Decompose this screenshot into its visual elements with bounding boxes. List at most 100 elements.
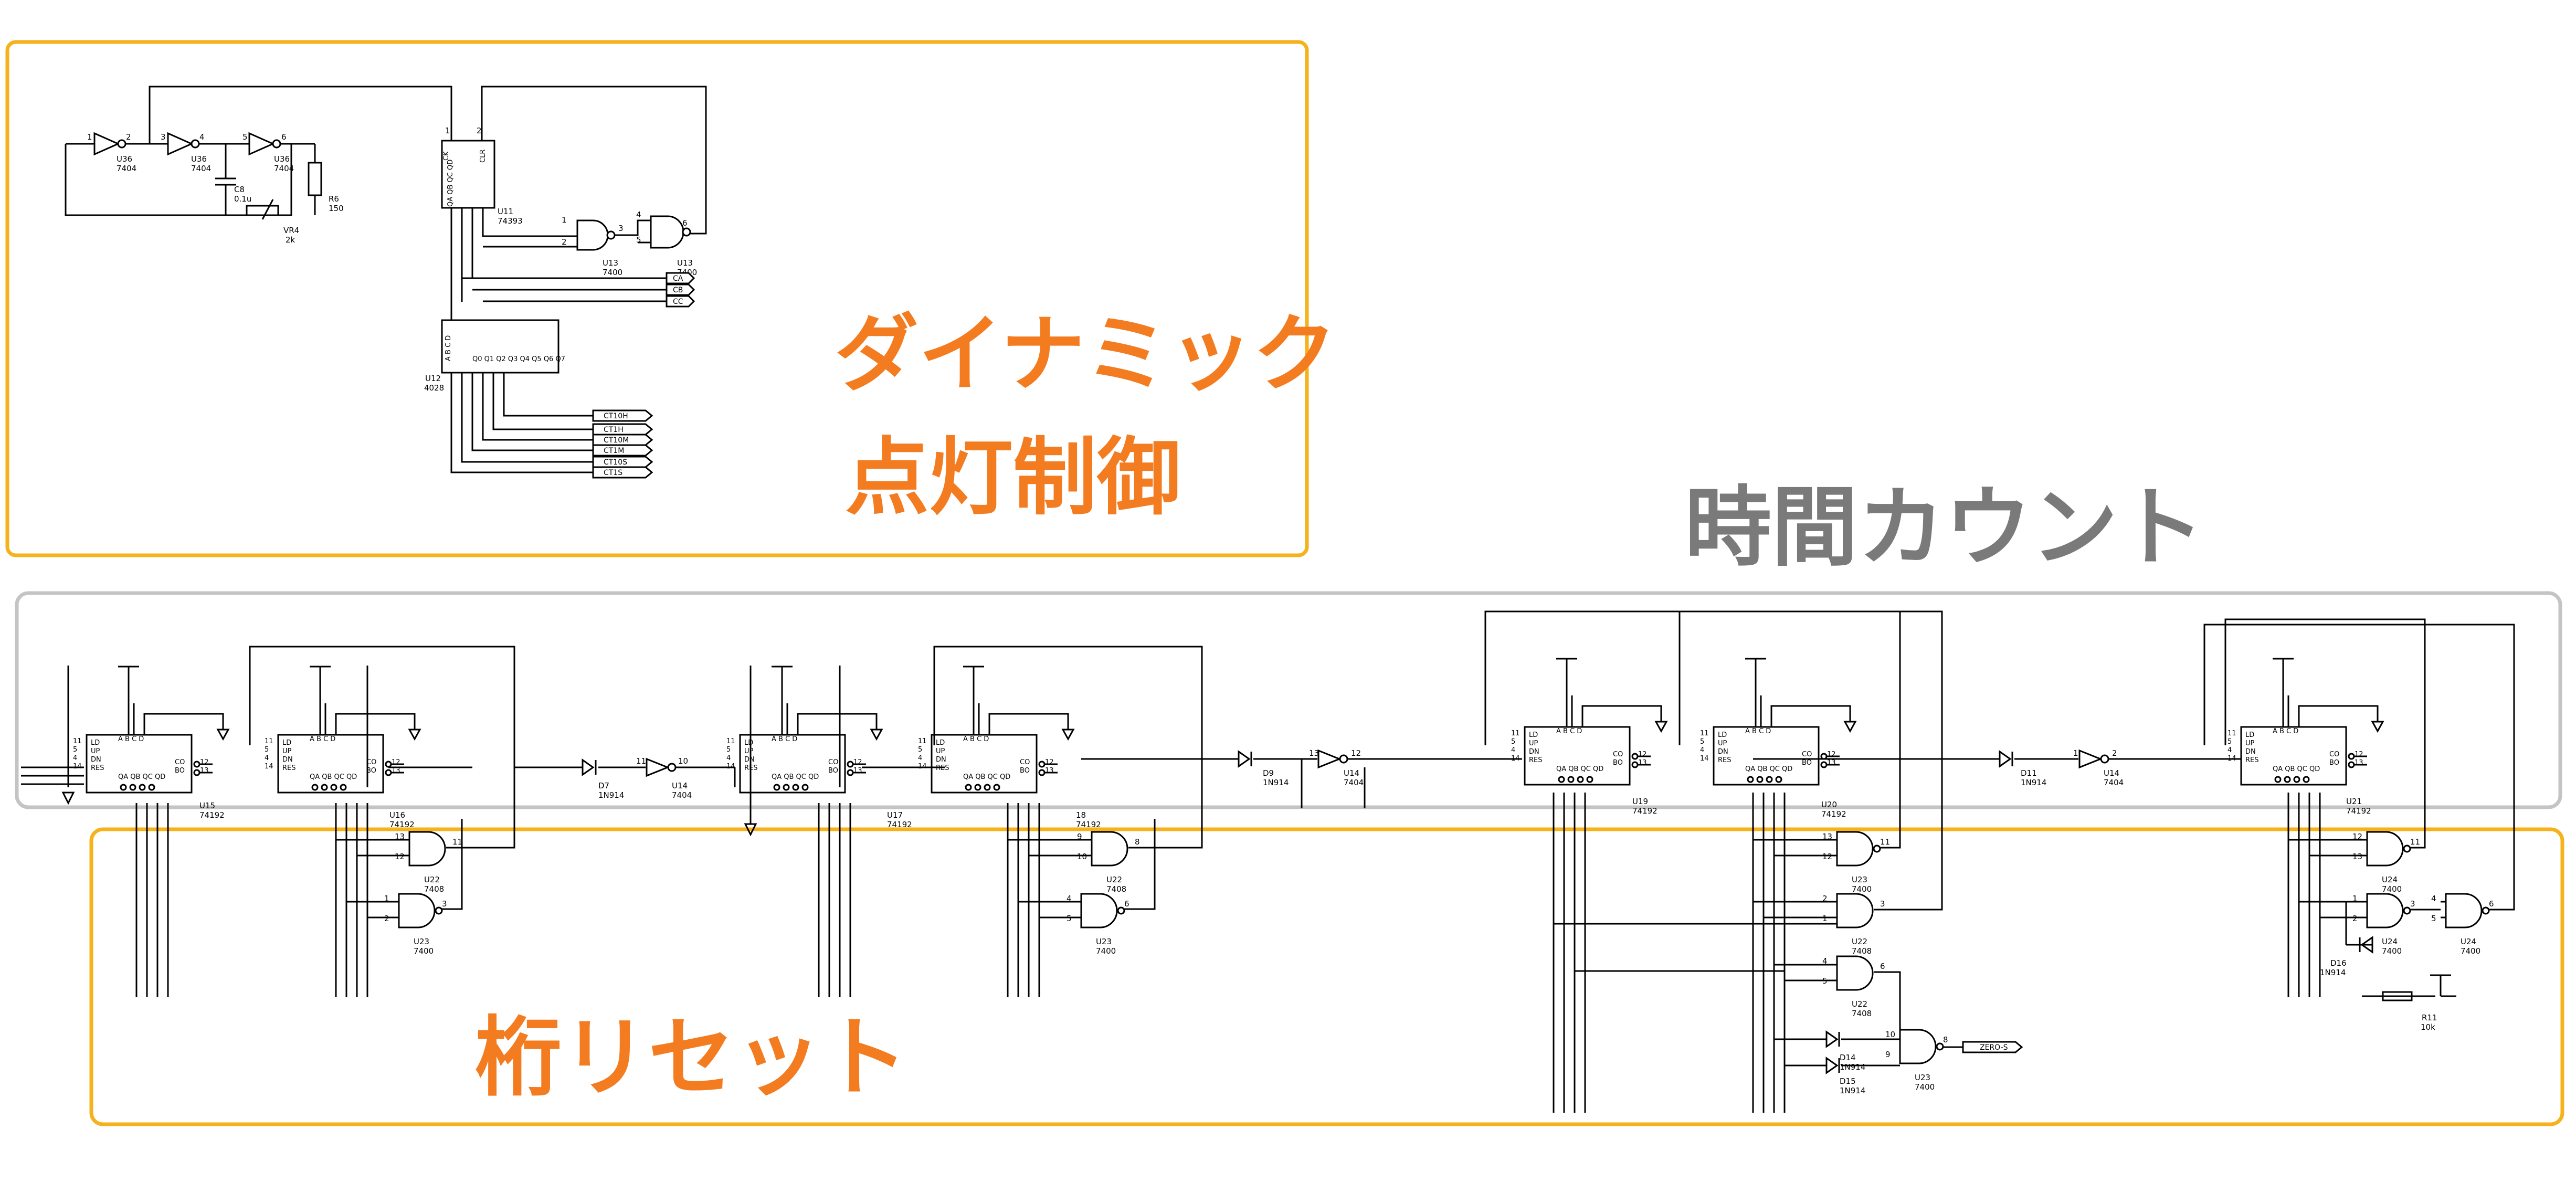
counter-6-pinnum-1: 5: [1700, 738, 1704, 746]
u11-clr: CLR: [479, 150, 487, 163]
counter-3-pin-dn: DN: [744, 756, 755, 764]
counter-5-pinnum-r0: 12: [1638, 751, 1647, 758]
reset-gate-2-part: 7400: [414, 946, 434, 956]
counter-3-pinnum-2: 4: [726, 754, 731, 762]
digit-tag-ct1s: CT1S: [604, 469, 622, 477]
counter-7-pinnum-1: 5: [2227, 738, 2232, 746]
counter-7-pinnum-2: 4: [2227, 746, 2232, 754]
counter-6-pin-bo: BO: [1802, 759, 1812, 767]
u14b-part: 7404: [1344, 778, 1364, 787]
reset-gate-7-part: 7408: [1852, 1009, 1872, 1018]
counter-4-pin-up: UP: [936, 747, 945, 755]
u12-decoder: A B C D Q0 Q1 Q2 Q3 Q4 Q5 Q6 Q7 U12 4028: [424, 319, 593, 473]
counter-5-pinnum-0: 11: [1511, 730, 1520, 737]
reset-gate-11-part: 7400: [2461, 946, 2480, 956]
counter-3-pinnum-r0: 12: [853, 758, 862, 766]
digit-tag-ct10h: CT10H: [604, 412, 628, 420]
u13-pin5: 5: [636, 235, 641, 245]
r11-ref: R11: [2422, 1013, 2437, 1022]
counter-5-pin-up: UP: [1529, 740, 1538, 747]
counter-7-pin-bo: BO: [2329, 759, 2339, 767]
reset-gate-1-ref: U22: [424, 875, 440, 884]
u11-counter: QA QB QC QD CK CLR 1 2 U11 74393 1 2 3 4…: [441, 86, 707, 320]
reset-gate-1-pin-a: 13: [395, 832, 405, 841]
counter-5-pin-dn: DN: [1529, 748, 1539, 756]
reset-gate-2-pin-a: 1: [384, 894, 389, 903]
reset-gate-7-ref: U22: [1852, 999, 1867, 1009]
digit-reset-label: 桁リセット: [475, 1007, 908, 1108]
reset-gate-6-pin-b: 1: [1822, 914, 1828, 923]
u12-pins-out: Q0 Q1 Q2 Q3 Q4 Q5 Q6 Q7: [472, 355, 565, 363]
counter-2-pin-bo: BO: [366, 767, 376, 775]
counter-7-pin-dn: DN: [2245, 748, 2256, 756]
digit-tag-ct1h: CT1H: [604, 426, 624, 434]
counter-3-pinnum-0: 11: [726, 737, 735, 745]
u11-ref: U11: [498, 207, 513, 216]
select-tag-cb: CB: [673, 286, 683, 294]
u14a-ref: U14: [672, 781, 688, 790]
reset-gates: 131211U227408123U2374009108U227408456U23…: [384, 831, 2494, 1092]
counter-3-pins-top: A B C D: [772, 735, 797, 743]
counter-2-pin-co: CO: [366, 758, 376, 766]
counter-7-pins-top: A B C D: [2273, 727, 2298, 735]
reset-gate-1-part: 7408: [424, 884, 444, 894]
reset-gate-2-ref: U23: [414, 937, 429, 946]
osc-cap-ref: C8: [234, 185, 245, 194]
reset-gate-4-pin-b: 5: [1067, 914, 1072, 923]
counter-1-pinnum-1: 5: [73, 746, 77, 754]
osc-res-value: 150: [329, 204, 344, 213]
reset-gate-8-part: 7400: [1915, 1082, 1935, 1092]
d9-part: 1N914: [1263, 778, 1289, 787]
reset-gate-10-ref: U24: [2382, 937, 2398, 946]
counter-4-pin-ld: LD: [936, 739, 945, 747]
reset-gate-8-pin-b: 9: [1885, 1050, 1891, 1059]
reset-gate-4-part: 7400: [1096, 946, 1116, 956]
counter-3-pins-bottom: QA QB QC QD: [772, 773, 819, 781]
osc-inv3-ref: U36: [274, 154, 290, 164]
reset-gate-11-pin-a: 4: [2431, 894, 2436, 903]
counter-7-pin-ld: LD: [2245, 731, 2254, 739]
reset-gate-8-ref: U23: [1915, 1073, 1930, 1082]
d11-part: 1N914: [2021, 778, 2046, 787]
counter-7-pinnum-0: 11: [2227, 730, 2236, 737]
d14-ref: D14: [1840, 1053, 1856, 1062]
d15-part: 1N914: [1840, 1086, 1865, 1095]
counter-7-pin-up: UP: [2245, 740, 2255, 747]
select-tag-cc: CC: [673, 298, 683, 306]
counter-2-pin-ld: LD: [282, 739, 291, 747]
u13-ref-2: U13: [677, 258, 693, 268]
digit-tags: CT10H CT1H CT10M CT1M CT10S CT1S: [592, 409, 653, 479]
select-tag-ca: CA: [673, 275, 683, 283]
u14b-ref: U14: [1344, 768, 1359, 778]
counter-2-pins-bottom: QA QB QC QD: [310, 773, 357, 781]
reset-gate-6-pin-a: 2: [1822, 894, 1828, 903]
reset-gate-4-pin-o: 6: [1124, 899, 1129, 909]
reset-gate-5-part: 7400: [1852, 884, 1872, 894]
u13-pin1: 1: [562, 215, 567, 225]
counter-6-pin-ld: LD: [1718, 731, 1727, 739]
osc-inv2-pin-out: 4: [199, 132, 205, 142]
reset-gate-1-pin-b: 12: [395, 852, 405, 861]
osc-inv3-pin-in: 5: [242, 132, 248, 142]
counter-7-pins-bottom: QA QB QC QD: [2273, 765, 2320, 773]
reset-gate-9-pin-o: 11: [2410, 837, 2420, 847]
counter-3-pin-ld: LD: [744, 739, 753, 747]
u11-pin1: 1: [445, 126, 450, 135]
reset-gate-3-pin-o: 8: [1135, 837, 1140, 847]
counter-2-pinnum-1: 5: [265, 746, 269, 754]
counter-4-pinnum-r0: 12: [1045, 758, 1054, 766]
select-tags: CA CB CC: [462, 272, 695, 308]
r11-value: 10k: [2421, 1022, 2435, 1032]
counter-5-pins-top: A B C D: [1556, 727, 1582, 735]
reset-gate-3-part: 7408: [1106, 884, 1126, 894]
